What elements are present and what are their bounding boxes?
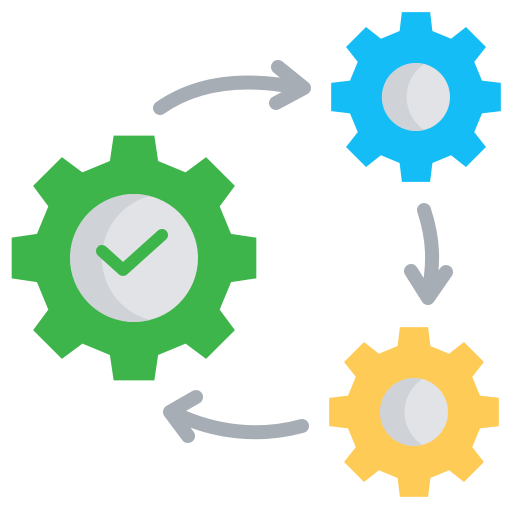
main-gear-shade [70,194,150,323]
checkmark-icon [96,229,168,276]
arrow-bottom-head-icon [163,390,203,443]
arrow-right-head-icon [404,264,453,305]
yellow-gear-shade [379,378,422,446]
gear-icon [331,12,501,182]
check-gear-icon [11,135,257,381]
blue-gear-shade [381,63,424,131]
arrow-top-icon [153,75,307,115]
arrow-bottom-icon [169,407,309,440]
gear-icon [329,327,499,497]
arrow-top-head-icon [269,60,311,110]
